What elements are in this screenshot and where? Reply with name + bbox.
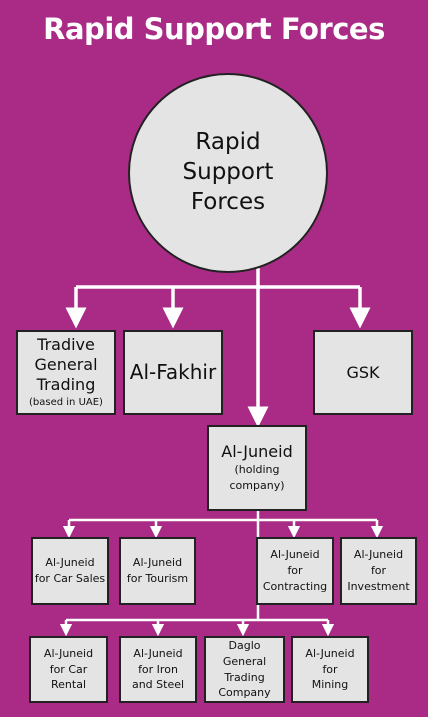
daglo-line3: Company	[218, 686, 271, 700]
iron-steel-line3: and Steel	[131, 678, 185, 692]
root-node: Rapid Support Forces	[128, 73, 328, 273]
node-car-sales: Al-Juneid for Car Sales	[31, 537, 109, 605]
node-car-rental: Al-Juneid for Car Rental	[29, 636, 108, 703]
car-rental-line3: Rental	[51, 678, 86, 692]
tradive-line2: General	[34, 355, 98, 375]
node-gsk: GSK	[313, 330, 413, 415]
mining-line1: Al-Juneid	[305, 646, 355, 660]
juneid-sub1: (holding	[234, 463, 280, 477]
tourism-line1: Al-Juneid	[132, 556, 183, 570]
mining-line2: for	[322, 662, 338, 676]
car-sales-line1: Al-Juneid	[45, 556, 95, 570]
tradive-line1: Tradive	[37, 335, 95, 355]
juneid-label: Al-Juneid	[221, 442, 293, 462]
root-line2: Support	[182, 159, 274, 186]
daglo-line1: Daglo General	[222, 638, 267, 668]
node-alfakhir: Al-Fakhir	[123, 330, 223, 415]
node-daglo: Daglo General Trading Company	[204, 636, 285, 703]
contracting-line3: Contracting	[262, 579, 328, 593]
diagram-title: Rapid Support Forces	[43, 12, 385, 46]
car-rental-line2: for Car	[49, 662, 88, 676]
alfakhir-label: Al-Fakhir	[129, 360, 217, 384]
gsk-label: GSK	[346, 362, 380, 382]
car-rental-line1: Al-Juneid	[43, 646, 94, 660]
iron-steel-line1: Al-Juneid	[133, 646, 183, 660]
juneid-sub2: company)	[229, 479, 285, 492]
node-tourism: Al-Juneid for Tourism	[119, 537, 196, 605]
car-sales-line2: for Car Sales	[34, 572, 106, 585]
daglo-line2: Trading	[224, 670, 265, 684]
root-connectors	[65, 268, 371, 428]
mining-line3: Mining	[311, 678, 349, 692]
node-mining: Al-Juneid for Mining	[291, 636, 369, 703]
root-line3: Forces	[190, 188, 266, 215]
node-juneid: Al-Juneid (holding company)	[207, 425, 307, 511]
tradive-line3: Trading	[36, 375, 96, 395]
node-tradive: Tradive General Trading (based in UAE)	[16, 330, 116, 415]
tradive-note: (based in UAE)	[29, 397, 103, 409]
investment-line1: Al-Juneid	[353, 548, 404, 562]
node-contracting: Al-Juneid for Contracting	[256, 537, 334, 605]
iron-steel-line2: for Iron	[138, 662, 178, 676]
investment-line2: for	[370, 564, 387, 578]
contracting-line1: Al-Juneid	[270, 548, 320, 562]
node-investment: Al-Juneid for Investment	[340, 537, 417, 605]
investment-line3: Investment	[347, 579, 410, 593]
node-iron-steel: Al-Juneid for Iron and Steel	[119, 636, 197, 703]
contracting-line2: for	[287, 564, 303, 578]
root-line1: Rapid	[195, 129, 261, 156]
tourism-line2: for Tourism	[126, 572, 189, 585]
